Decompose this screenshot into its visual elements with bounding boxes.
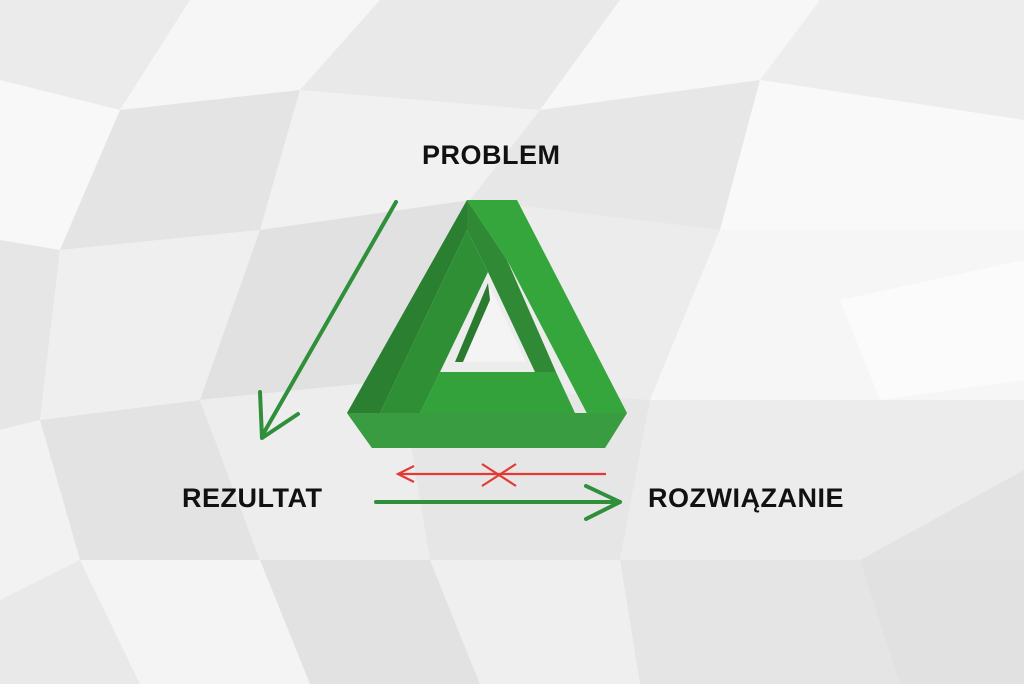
arrow-rezultat-to-rozwiazanie (374, 484, 622, 521)
label-rezultat: REZULTAT (182, 483, 323, 513)
arrow-problem-to-rezultat (260, 200, 398, 438)
impossible-triangle-icon (347, 200, 627, 448)
arrowhead-problem-to-rezultat (258, 390, 300, 440)
crossed-arrow-icon (395, 463, 606, 487)
label-rozwiazanie: ROZWIĄZANIE (648, 483, 844, 513)
label-problem: PROBLEM (422, 140, 561, 170)
